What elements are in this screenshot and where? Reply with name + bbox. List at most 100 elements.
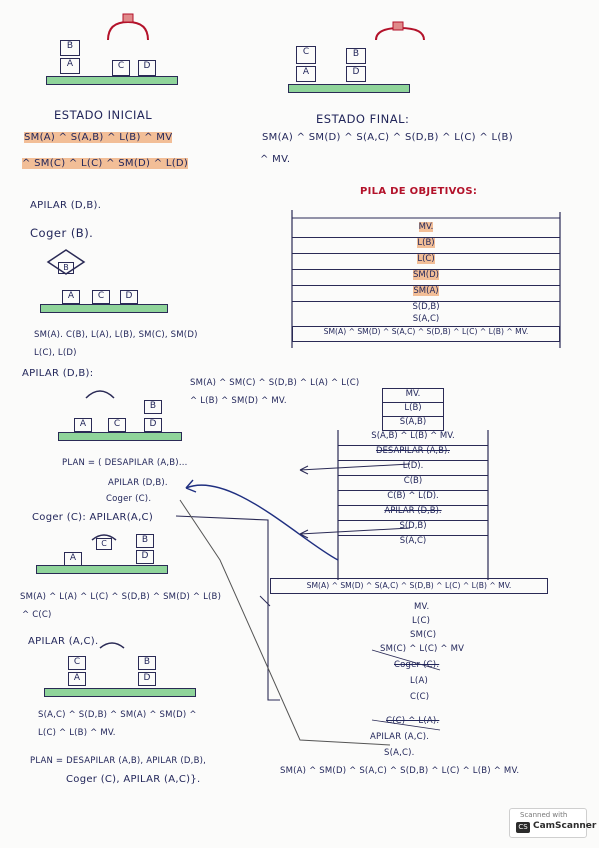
block-c-step2: C [108,418,126,432]
table-step3 [36,565,168,574]
block-b-step4: B [138,656,156,670]
initial-state-line1-text: SM(A) ^ S(A,B) ^ L(B) ^ MV [24,132,173,143]
stack-row: S(A,C) [292,314,560,326]
stack-row: SM(D) [292,270,560,286]
stack2-row: C(B) [338,476,488,491]
block-a-step4: A [68,672,86,686]
stack2-row: C(B) ^ L(D). [338,491,488,506]
step1-state-line2: L(C), L(D) [34,348,77,358]
final-plan-line1: PLAN = DESAPILAR (A,B), APILAR (D,B), [30,756,207,766]
final-state-line2: ^ MV. [260,154,291,165]
stack2-row: S(A,B) [382,416,444,431]
step1-state-line1: SM(A). C(B), L(A), L(B), SM(C), SM(D) [34,330,198,340]
table-step4 [44,688,196,697]
stack2-row: S(D,B) [338,521,488,536]
stack2-row: L(D). [338,461,488,476]
initial-state-line1: SM(A) ^ S(A,B) ^ L(B) ^ MV [24,132,173,143]
step2-state-line2: ^ L(B) ^ SM(D) ^ MV. [190,396,287,406]
lower-stack-item: L(A) [410,676,428,686]
block-c-initial: C [112,60,130,76]
step2-title: APILAR (D,B): [22,368,94,379]
step3-state-line1: SM(A) ^ L(A) ^ L(C) ^ S(D,B) ^ SM(D) ^ L… [20,592,222,602]
lower-stack-item: SM(C) ^ L(C) ^ MV [380,644,465,654]
final-state-line1: SM(A) ^ SM(D) ^ S(A,C) ^ S(D,B) ^ L(C) ^… [262,132,513,143]
block-b-step3: B [136,534,154,548]
stack2-row: MV. [382,388,444,403]
block-d-step1: D [120,290,138,304]
block-b-initial: B [60,40,80,56]
block-b-held: B [58,262,74,274]
block-a-step2: A [74,418,92,432]
block-c-step4: C [68,656,86,670]
block-d-final: D [346,66,366,82]
block-a-final: A [296,66,316,82]
lower-stack-item: C(C) ^ L(A). [386,716,440,726]
step4-state-line2: L(C) ^ L(B) ^ MV. [38,728,116,738]
goal-stack-title: PILA DE OBJETIVOS: [360,186,478,197]
stack-item: MV. [418,222,434,232]
stack-row: L(B) [292,238,560,254]
lower-stack-item: APILAR (A,C). [370,732,430,742]
block-c-step1: C [92,290,110,304]
block-c-held: C [96,538,112,550]
step3-state-line2: ^ C(C) [22,610,52,620]
initial-state-title: ESTADO INICIAL [54,108,153,122]
step4-state-line1: S(A,C) ^ S(D,B) ^ SM(A) ^ SM(D) ^ [38,710,197,720]
block-d-step4: D [138,672,156,686]
stack-item: L(B) [417,238,435,248]
stack-item: L(C) [417,254,435,264]
step4-title: APILAR (A,C). [28,636,99,647]
table-step2 [58,432,182,441]
table-initial [46,76,178,85]
camscanner-badge: Scanned with CS CamScanner [509,808,596,838]
plan-line4: Coger (C): APILAR(A,C) [32,512,154,523]
stack-row: SM(A) [292,286,560,302]
stack-item: S(D,B) [412,302,440,312]
camscanner-logo-icon: CS [516,822,530,833]
lower-stack-item: S(A,C). [384,748,415,758]
final-plan-line2: Coger (C), APILAR (A,C)}. [66,774,201,785]
stack-item: SM(D) [413,270,439,280]
block-a-initial: A [60,58,80,74]
initial-state-line2-text: ^ SM(C) ^ L(C) ^ SM(D) ^ L(D) [22,158,189,169]
stack2-row: DESAPILAR (A,B). [338,446,488,461]
initial-state-line2: ^ SM(C) ^ L(C) ^ SM(D) ^ L(D) [22,158,189,169]
plan-line2: APILAR (D,B). [108,478,168,488]
lower-stack-item: L(C) [412,616,431,626]
stack-row: S(D,B) [292,302,560,314]
table-step1 [40,304,168,313]
stack2-row: S(A,B) ^ L(B) ^ MV. [338,431,488,446]
lower-stack-item: C(C) [410,692,430,702]
block-a-step1: A [62,290,80,304]
badge-line1: Scanned with [520,811,568,819]
step1-title: APILAR (D,B). [30,200,102,211]
goal-stack-2: MV. L(B) S(A,B) S(A,B) ^ L(B) ^ MV. DESA… [338,388,488,550]
stack2-base: SM(A) ^ SM(D) ^ S(A,C) ^ S(D,B) ^ L(C) ^… [270,578,548,594]
plan-line3: Coger (C). [106,494,152,504]
block-d-step2: D [144,418,162,432]
stack-row: MV. [292,222,560,238]
plan-line1: PLAN = ( DESAPILAR (A,B)... [62,458,188,468]
block-c-final: C [296,46,316,64]
block-b-step2: B [144,400,162,414]
block-d-initial: D [138,60,156,76]
badge-line2: CamScanner [533,821,597,831]
goal-stack: MV. L(B) L(C) SM(D) SM(A) S(D,B) S(A,C) … [292,222,560,342]
block-d-step3: D [136,550,154,564]
stack-base: SM(A) ^ SM(D) ^ S(A,C) ^ S(D,B) ^ L(C) ^… [292,326,560,342]
lower-stack-item: Coger (C). [394,660,440,670]
lower-stack-final: SM(A) ^ SM(D) ^ S(A,C) ^ S(D,B) ^ L(C) ^… [280,766,520,776]
stack2-row: APILAR (D,B). [338,506,488,521]
stack2-row: L(B) [382,403,444,416]
stack-item: S(A,C) [412,314,440,324]
block-b-final: B [346,48,366,64]
final-state-title: ESTADO FINAL: [316,112,410,126]
lower-stack-item: MV. [414,602,430,612]
block-a-step3: A [64,552,82,566]
lower-stack-item: SM(C) [410,630,437,640]
stack-item: SM(A) [413,286,439,296]
step1-subtitle: Coger (B). [30,226,94,240]
stack-row: L(C) [292,254,560,270]
table-final [288,84,410,93]
step2-state-line1: SM(A) ^ SM(C) ^ S(D,B) ^ L(A) ^ L(C) [190,378,360,388]
